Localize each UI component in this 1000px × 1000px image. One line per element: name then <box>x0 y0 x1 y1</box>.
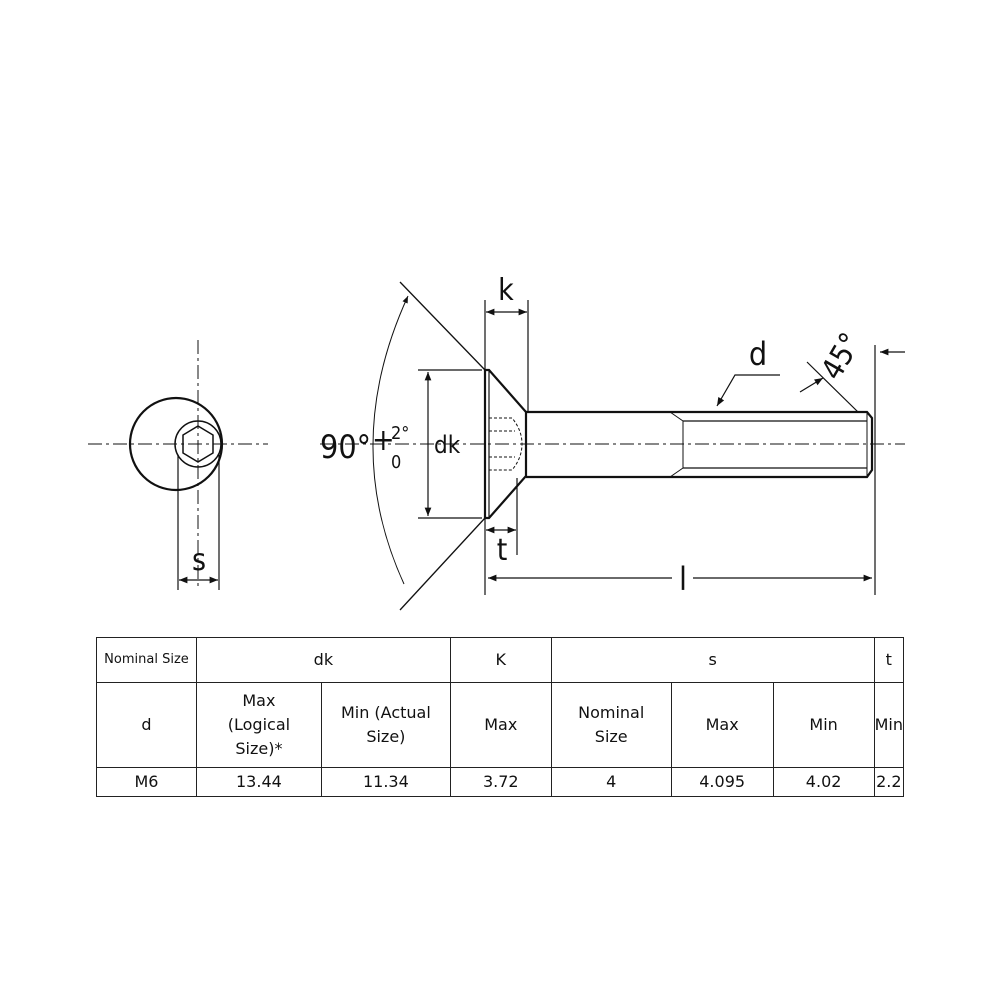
cell-k-max: 3.72 <box>449 767 552 797</box>
label-angle-tolerance-upper: 2° <box>391 423 409 444</box>
cell-s-min: 4.02 <box>772 767 875 797</box>
label-angle: 90° <box>320 428 371 466</box>
hex-socket-icon <box>182 425 214 463</box>
label-dk: dk <box>434 431 461 459</box>
drawing-labels: s 90° + 2° 0 dk k t d l 45° <box>192 273 869 598</box>
subheader-s-max: Max <box>670 682 774 768</box>
subheader-dk-max: Max (Logical Size)* <box>195 682 322 768</box>
label-angle-tolerance-lower: 0 <box>391 452 401 473</box>
dimension-lines <box>418 300 905 595</box>
header-t: t <box>873 637 905 683</box>
label-s: s <box>192 543 206 578</box>
cell-s-nominal: 4 <box>550 767 672 797</box>
screw-technical-drawing: s 90° + 2° 0 dk k t d l 45° <box>88 273 905 611</box>
subheader-dk-min: Min (Actual Size) <box>320 682 451 768</box>
countersink-angle <box>372 281 486 611</box>
cell-s-max: 4.095 <box>670 767 774 797</box>
side-view <box>320 368 905 520</box>
subheader-k-max: Max <box>449 682 552 768</box>
dimensions-table: Nominal Size dk K s t d Max (Logical Siz… <box>96 637 905 797</box>
label-angle-plus: + <box>372 423 395 458</box>
cell-size: M6 <box>96 767 197 797</box>
cell-dk-max: 13.44 <box>195 767 322 797</box>
cell-dk-min: 11.34 <box>320 767 451 797</box>
label-t: t <box>497 533 508 568</box>
table-row: M6 13.44 11.34 3.72 4 4.095 4.02 2.2 <box>96 767 905 797</box>
subheader-d: d <box>96 682 197 768</box>
header-nominal-size: Nominal Size <box>96 637 197 683</box>
subheader-s-min: Min <box>772 682 875 768</box>
label-l: l <box>679 560 687 598</box>
header-k: K <box>449 637 552 683</box>
screw-shank <box>526 410 874 479</box>
header-s: s <box>550 637 875 683</box>
table-header-row: Nominal Size dk K s t <box>96 637 905 683</box>
table-subheader-row: d Max (Logical Size)* Min (Actual Size) … <box>96 682 905 768</box>
label-d: d <box>749 335 767 373</box>
label-k: k <box>498 273 514 308</box>
header-dk: dk <box>195 637 451 683</box>
subheader-s-nominal: Nominal Size <box>550 682 672 768</box>
head-outline <box>128 396 224 492</box>
socket-circle <box>174 420 222 468</box>
cell-t-min: 2.2 <box>873 767 905 797</box>
subheader-t-min: Min <box>873 682 905 768</box>
end-view <box>88 340 268 590</box>
